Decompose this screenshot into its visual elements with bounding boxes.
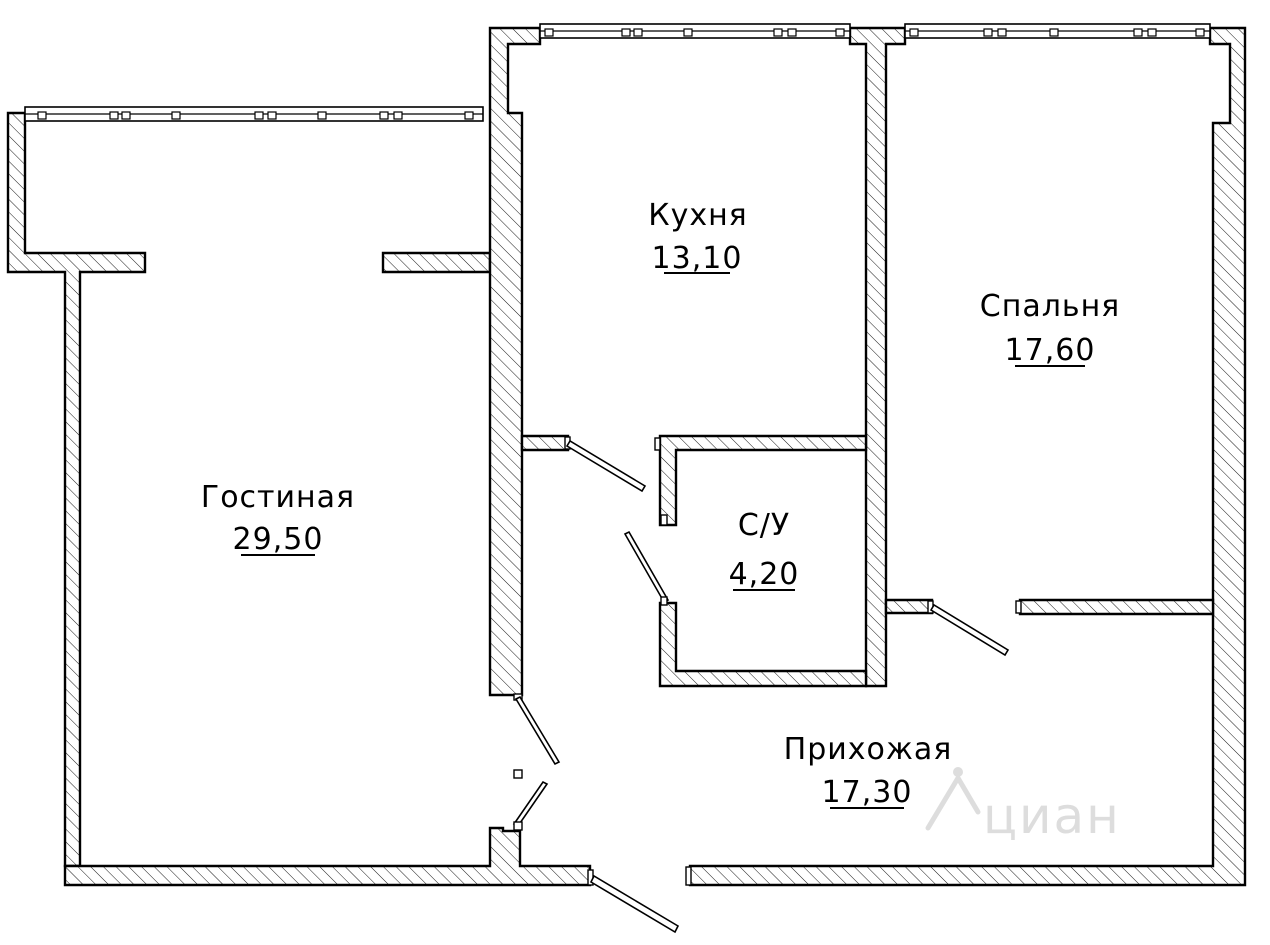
wall-bottom-left: [63, 826, 592, 887]
watermark-text: циан: [983, 787, 1121, 845]
room-name: Прихожая: [784, 732, 953, 767]
room-name: С/У: [738, 508, 790, 543]
door-living-top: [513, 693, 561, 766]
door-bathroom: [623, 514, 670, 606]
wall-kitchen-bathroom: [658, 434, 868, 527]
room-area: 13,10: [652, 241, 743, 276]
room-area: 17,60: [1005, 333, 1096, 368]
wall-kitchen-bedroom: [848, 26, 907, 688]
wall-left-outer: [6, 111, 147, 868]
room-label-hallway: Прихожая 17,30: [784, 732, 953, 810]
window-bedroom: [904, 23, 1211, 39]
room-area: 17,30: [822, 775, 913, 810]
room-label-bathroom: С/У 4,20: [729, 508, 800, 592]
wall-living-kitchen: [488, 26, 542, 697]
room-area: 29,50: [233, 522, 324, 557]
windows: [24, 23, 1211, 122]
window-kitchen: [539, 23, 851, 39]
door-entrance: [587, 866, 692, 934]
walls: [6, 26, 1247, 887]
wall-bedroom-bottom-right: [1018, 598, 1215, 616]
wall-balcony-right-stub: [381, 251, 492, 274]
cian-house-logo-icon: [925, 767, 981, 831]
room-label-kitchen: Кухня 13,10: [648, 198, 747, 276]
door-living-bottom: [512, 769, 549, 831]
wall-bathroom-bottom: [658, 601, 868, 688]
room-area: 4,20: [729, 557, 800, 592]
door-bedroom: [927, 600, 1022, 657]
door-kitchen: [564, 436, 661, 493]
room-label-living: Гостиная 29,50: [201, 480, 355, 557]
doors: [512, 436, 1022, 934]
wall-right-outer: [688, 26, 1247, 887]
wall-bedroom-bottom-left: [884, 598, 934, 615]
room-name: Гостиная: [201, 480, 355, 515]
room-name: Спальня: [980, 289, 1120, 324]
room-name: Кухня: [648, 198, 747, 233]
window-living: [24, 106, 484, 122]
wall-kitchen-door-stub: [520, 434, 570, 452]
watermark: циан: [925, 767, 1121, 845]
room-label-bedroom: Спальня 17,60: [980, 289, 1120, 368]
